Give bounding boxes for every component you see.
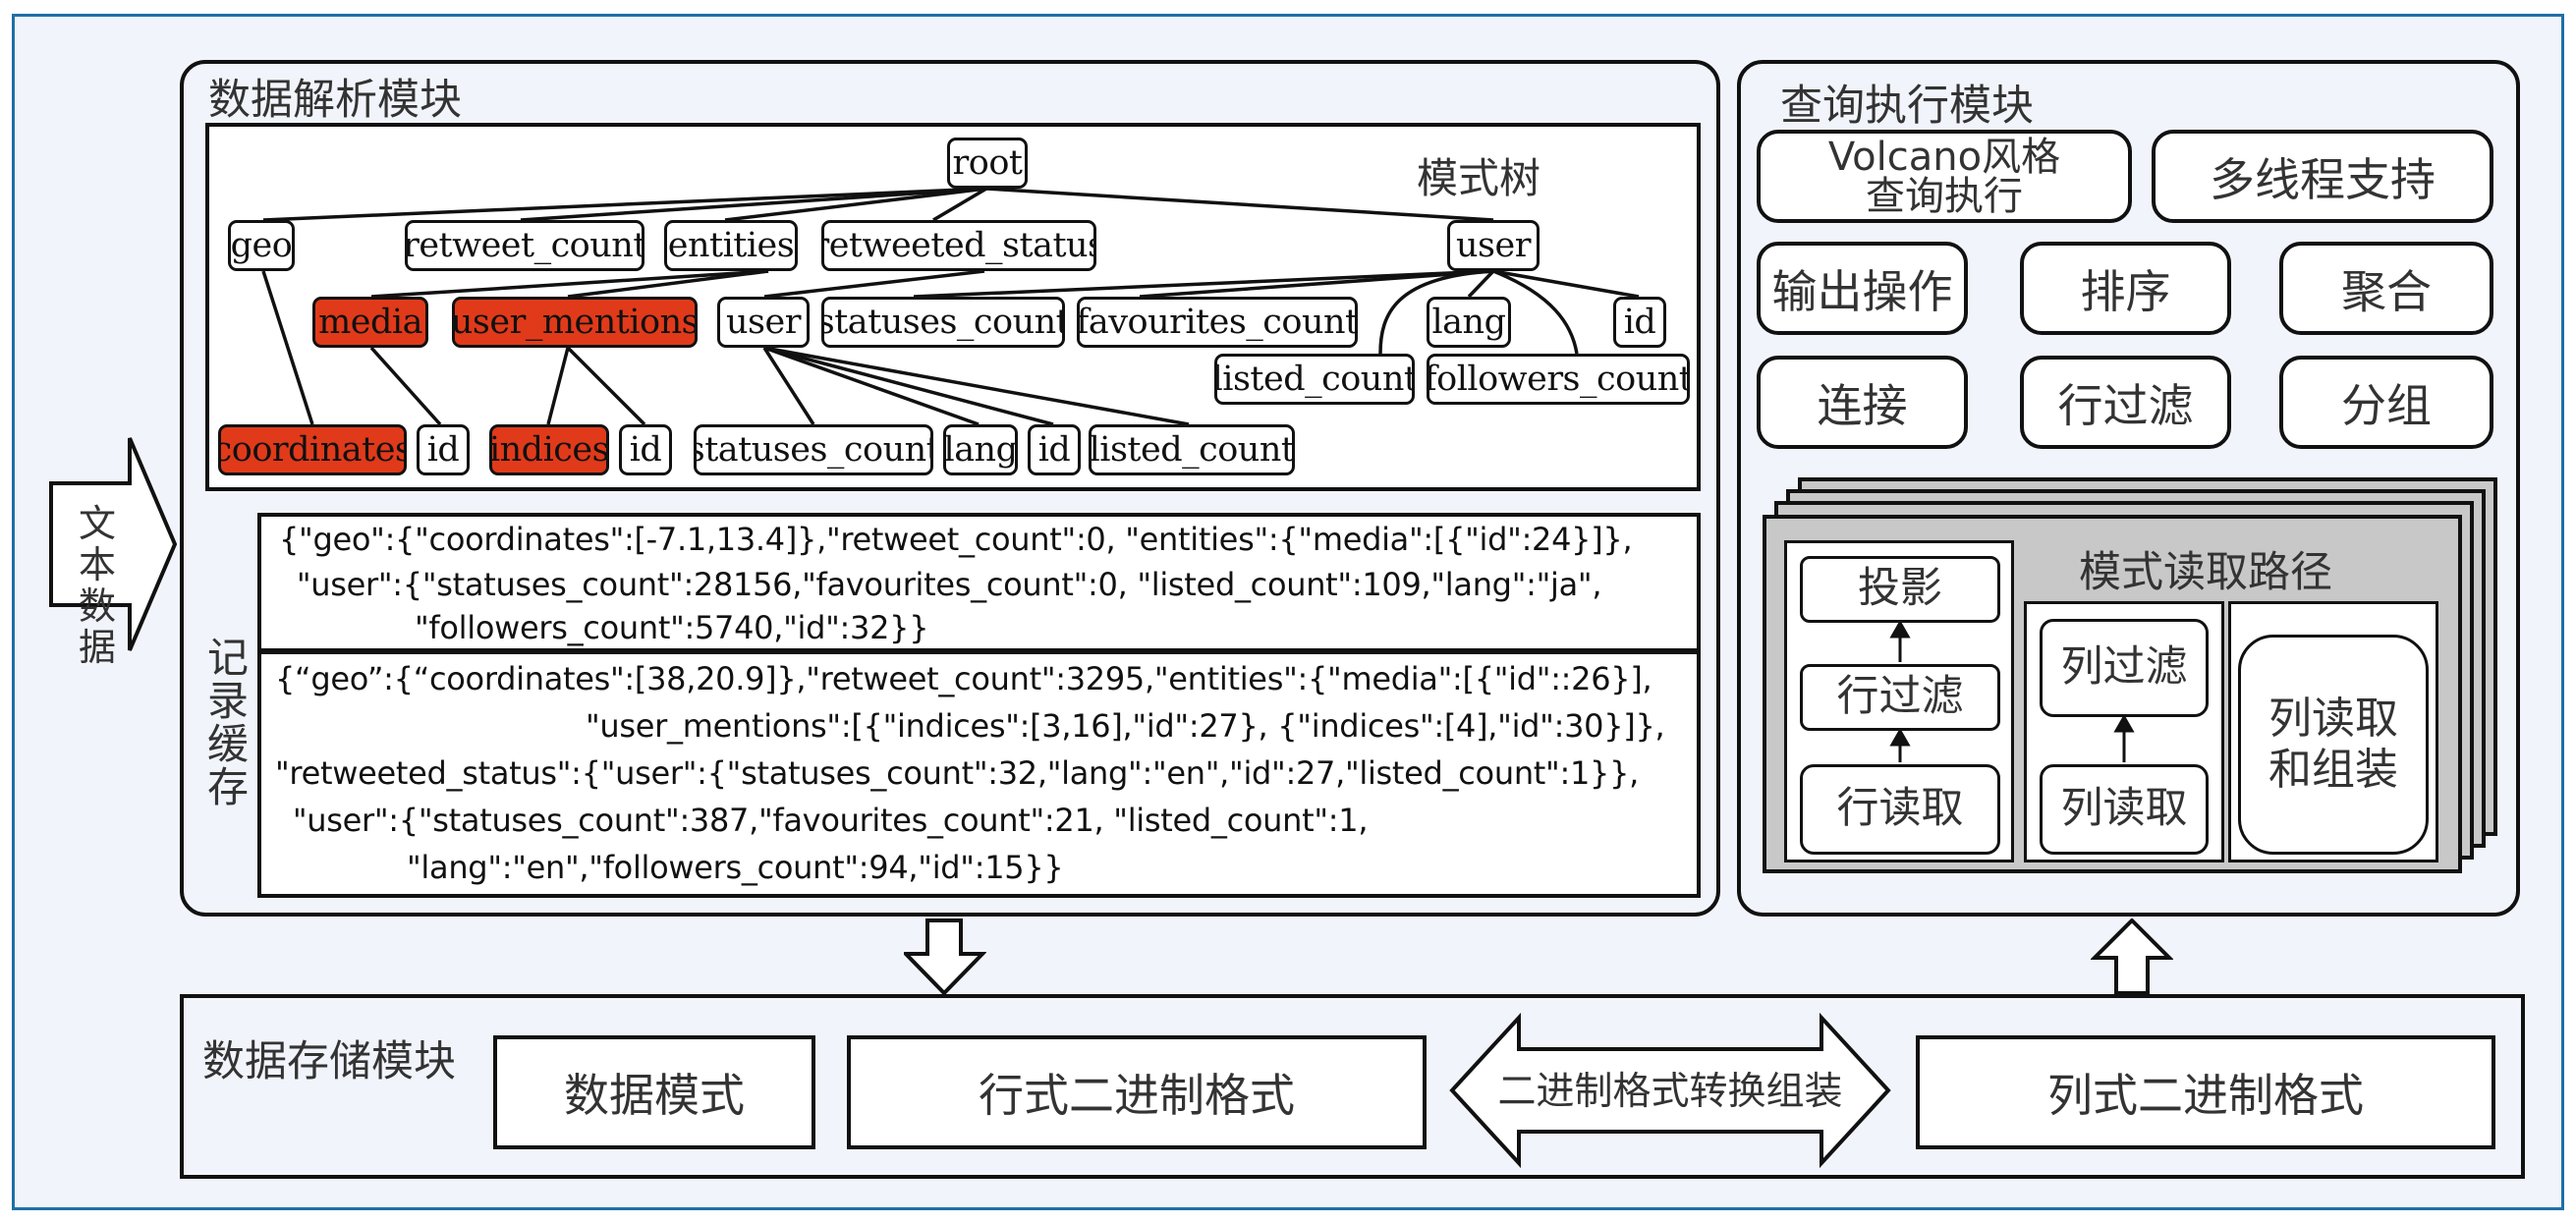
node-indices: indices	[489, 424, 609, 475]
record-2-line: "retweeted_status":{"user":{"statuses_co…	[275, 754, 1639, 792]
assemble-line: 和组装	[2268, 745, 2398, 795]
op-aggregate: 聚合	[2279, 242, 2493, 335]
node-user-mentions: user_mentions	[452, 297, 698, 348]
assemble-line: 列读取	[2268, 694, 2398, 744]
node-rs-listed-count: listed_count	[1089, 424, 1295, 475]
node-user-followers-count: followers_count	[1427, 354, 1690, 405]
parse-to-storage-arrow	[904, 918, 986, 995]
multithread-label: 多线程支持	[2210, 152, 2436, 206]
schema-box: 数据模式	[493, 1035, 815, 1149]
op-label: 连接	[1817, 378, 1908, 432]
record-cache-label: 记录缓存	[202, 637, 253, 809]
node-geo: geo	[228, 220, 295, 271]
schema-tree-label: 模式树	[1417, 154, 1541, 202]
row-binary-box: 行式二进制格式	[847, 1035, 1427, 1149]
volcano-line: 查询执行	[1865, 173, 2023, 219]
node-media: media	[312, 297, 428, 348]
input-label-text: 文本数据	[78, 502, 116, 669]
node-user-listed-count: listed_count	[1214, 354, 1415, 405]
op-group: 分组	[2279, 356, 2493, 449]
row-path-label: 行过滤	[1836, 672, 1964, 722]
volcano-box: Volcano风格 查询执行	[1757, 130, 2132, 223]
node-user-statuses-count: statuses_count	[821, 297, 1065, 348]
node-rs-lang: lang	[943, 424, 1018, 475]
parse-module-title: 数据解析模块	[208, 76, 462, 125]
col-read-box: 列读取	[2040, 764, 2209, 855]
op-label: 行过滤	[2057, 378, 2194, 432]
record-1-line: "user":{"statuses_count":28156,"favourit…	[287, 566, 1602, 603]
node-media-id: id	[417, 424, 470, 475]
volcano-line: Volcano风格	[1827, 134, 2061, 180]
op-output: 输出操作	[1757, 242, 1968, 335]
node-retweet-count: retweet_count	[405, 220, 644, 271]
op-label: 输出操作	[1771, 264, 1953, 318]
storage-module-title: 数据存储模块	[202, 1037, 456, 1086]
node-root: root	[947, 138, 1028, 189]
row-path-label: 行读取	[1836, 784, 1964, 834]
convert-label: 二进制格式转换组装	[1497, 1070, 1843, 1114]
col-path-label: 列读取	[2060, 784, 2188, 834]
node-um-id: id	[619, 424, 672, 475]
record-1-line: "followers_count":5740,"id":32}}	[415, 609, 929, 646]
row-path-label: 投影	[1858, 564, 1942, 614]
convert-double-arrow	[1449, 1012, 1891, 1169]
multithread-box: 多线程支持	[2152, 130, 2493, 223]
record-1: {"geo":{"coordinates":[-7.1,13.4]},"retw…	[257, 513, 1701, 652]
schema-label: 数据模式	[564, 1069, 745, 1122]
record-2-line: "user_mentions":[{"indices":[3,16],"id":…	[586, 707, 1665, 745]
row-binary-label: 行式二进制格式	[979, 1069, 1295, 1122]
op-join: 连接	[1757, 356, 1968, 449]
input-label: 文本数据	[63, 503, 132, 668]
op-label: 排序	[2080, 264, 2171, 318]
record-2-line: "user":{"statuses_count":387,"favourites…	[283, 802, 1369, 839]
node-user-id: id	[1613, 297, 1666, 348]
storage-to-query-arrow	[2091, 918, 2173, 995]
col-binary-label: 列式二进制格式	[2047, 1069, 2364, 1122]
record-1-line: {"geo":{"coordinates":[-7.1,13.4]},"retw…	[279, 521, 1633, 558]
node-rs-statuses-count: statuses_count	[694, 424, 933, 475]
projection-box: 投影	[1800, 556, 2000, 623]
op-row-filter: 行过滤	[2020, 356, 2231, 449]
node-user: user	[1447, 220, 1540, 271]
node-retweeted-status: retweeted_status	[821, 220, 1096, 271]
row-filter-box: 行过滤	[1800, 664, 2000, 731]
node-coordinates: coordinates	[218, 424, 407, 475]
node-rs-id: id	[1028, 424, 1081, 475]
col-path-label: 列过滤	[2060, 642, 2188, 693]
col-binary-box: 列式二进制格式	[1916, 1035, 2495, 1149]
node-entities: entities	[664, 220, 798, 271]
op-label: 分组	[2341, 378, 2432, 432]
col-read-assemble-box: 列读取 和组装	[2238, 635, 2429, 855]
record-2-line: "lang":"en","followers_count":94,"id":15…	[407, 849, 1064, 886]
read-path-title: 模式读取路径	[2079, 548, 2332, 597]
op-label: 聚合	[2341, 264, 2432, 318]
node-rs-user: user	[717, 297, 810, 348]
record-2: {“geo”:{“coordinates":[38,20.9]},"retwee…	[257, 650, 1701, 898]
op-sort: 排序	[2020, 242, 2231, 335]
input-arrow	[49, 437, 178, 651]
query-module-title: 查询执行模块	[1780, 82, 2034, 131]
record-2-line: {“geo”:{“coordinates":[38,20.9]},"retwee…	[275, 660, 1652, 697]
record-cache-label-text: 记录缓存	[206, 634, 249, 811]
node-user-lang: lang	[1427, 297, 1511, 348]
row-read-box: 行读取	[1800, 764, 2000, 855]
node-user-favourites-count: favourites_count	[1077, 297, 1358, 348]
